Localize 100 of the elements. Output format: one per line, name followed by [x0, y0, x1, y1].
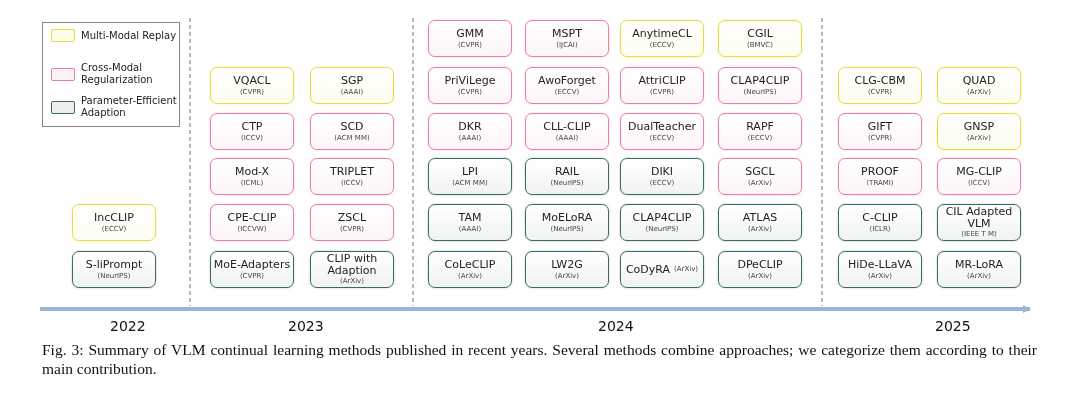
method-name: GNSP [963, 121, 995, 133]
method-box [937, 113, 1021, 150]
method-box [428, 67, 512, 104]
method-box [937, 204, 1021, 241]
legend-text: Parameter-Efficient Adaption [81, 95, 177, 119]
method-name: AttriCLIP [638, 75, 686, 87]
method-name: TAM [458, 212, 482, 224]
method-box [210, 158, 294, 195]
method-box [210, 251, 294, 288]
method-name: CLAP4CLIP [632, 212, 692, 224]
method-box [838, 204, 922, 241]
figure-caption: Fig. 3: Summary of VLM continual learning methods published in recent years. Several methods combine approaches; we categorize them according to their main contribution. [42, 340, 1037, 378]
method-name: QUAD [962, 75, 996, 87]
method-name: RAIL [554, 166, 580, 178]
method-name: IncCLIP [94, 212, 134, 224]
method-name: DPeCLIP [737, 259, 783, 271]
method-name: C-CLIP [862, 212, 898, 224]
year-label: 2023 [288, 318, 324, 334]
method-name: CPE-CLIP [227, 212, 277, 224]
method-box [620, 113, 704, 150]
method-name: CTP [241, 121, 263, 133]
method-box [525, 158, 609, 195]
method-box [525, 113, 609, 150]
method-name: SCD [340, 121, 364, 133]
method-name: TRIPLET [329, 166, 374, 178]
legend-text: Multi-Modal Replay [81, 29, 177, 42]
method-box [838, 113, 922, 150]
method-name: DualTeacher [628, 121, 696, 133]
method-name: LPI [462, 166, 478, 178]
method-box [718, 251, 802, 288]
method-name: SGCL [745, 166, 775, 178]
method-box [428, 251, 512, 288]
method-box [937, 158, 1021, 195]
method-name: SGP [340, 75, 364, 87]
method-box [838, 67, 922, 104]
method-box [310, 113, 394, 150]
method-box [428, 158, 512, 195]
method-name: PROOF [861, 166, 899, 178]
method-box [838, 251, 922, 288]
method-name: LW2G [551, 259, 583, 271]
method-name: CIL Adapted VLM [944, 206, 1014, 230]
method-box [718, 158, 802, 195]
method-name: CLL-CLIP [543, 121, 591, 133]
method-name: ATLAS [742, 212, 778, 224]
method-box [718, 67, 802, 104]
method-box [310, 251, 394, 288]
year-label: 2025 [935, 318, 971, 334]
method-box [72, 251, 156, 288]
method-box [210, 204, 294, 241]
method-name: RAPF [746, 121, 774, 133]
method-name: VQACL [233, 75, 271, 87]
method-box [210, 113, 294, 150]
method-name: DIKI [650, 166, 674, 178]
method-name: MR-LoRA [954, 259, 1003, 271]
method-name: CLAP4CLIP [730, 75, 790, 87]
method-name: CoDyRA [625, 263, 671, 276]
method-name: PriViLege [444, 75, 496, 87]
method-name: AnytimeCL [632, 28, 692, 40]
method-box [718, 204, 802, 241]
method-name: MSPT [552, 28, 582, 40]
method-box [718, 20, 802, 57]
method-name: Mod-X [234, 166, 270, 178]
method-name: GMM [456, 28, 484, 40]
method-name: CoLeCLIP [444, 259, 496, 271]
method-box [620, 67, 704, 104]
method-box [72, 204, 156, 241]
method-box [210, 67, 294, 104]
method-box [620, 20, 704, 57]
method-box [428, 204, 512, 241]
method-name: CGIL [747, 28, 773, 40]
method-box [620, 251, 704, 288]
method-box [718, 113, 802, 150]
method-name: HiDe-LLaVA [848, 259, 912, 271]
method-box [525, 67, 609, 104]
method-name: AwoForget [538, 75, 596, 87]
method-box [525, 204, 609, 241]
method-box [310, 204, 394, 241]
method-box [937, 67, 1021, 104]
year-label: 2022 [110, 318, 146, 334]
method-name: GIFT [867, 121, 893, 133]
method-name: CLG-CBM [854, 75, 906, 87]
method-name: DKR [458, 121, 482, 133]
method-box [937, 251, 1021, 288]
method-box [428, 113, 512, 150]
method-name: S-liPrompt [85, 259, 143, 271]
method-name: MoELoRA [541, 212, 593, 224]
legend-text: Cross-Modal Regularization [81, 62, 154, 86]
year-label: 2024 [598, 318, 634, 334]
method-box [525, 251, 609, 288]
method-box [310, 67, 394, 104]
method-name: MoE-Adapters [213, 259, 291, 271]
method-box [310, 158, 394, 195]
method-box [838, 158, 922, 195]
method-box [620, 204, 704, 241]
method-name: MG-CLIP [956, 166, 1002, 178]
method-name: CLIP with Adaption [325, 253, 379, 277]
method-box [428, 20, 512, 57]
method-box [525, 20, 609, 57]
method-box [620, 158, 704, 195]
method-name: ZSCL [337, 212, 367, 224]
